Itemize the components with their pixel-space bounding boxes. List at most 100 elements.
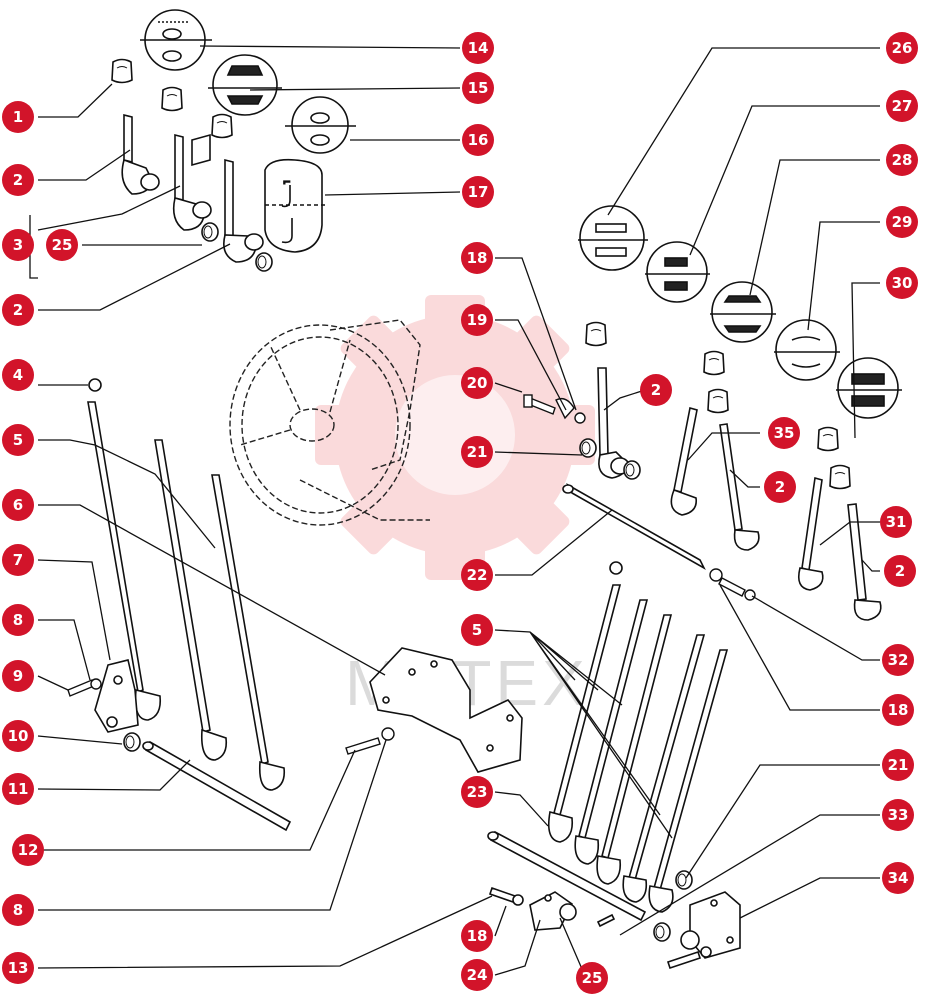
svg-text:20: 20 (467, 374, 488, 392)
bolt-12 (345, 727, 395, 755)
svg-text:29: 29 (892, 213, 913, 231)
symbol-dial-30 (836, 357, 902, 419)
callout-21: 21 (461, 436, 493, 468)
svg-text:1: 1 (13, 108, 23, 126)
svg-text:17: 17 (468, 183, 489, 201)
svg-text:19: 19 (467, 311, 488, 329)
shaft-22 (562, 483, 706, 570)
leader-lines (29, 45, 880, 979)
callout-24: 24 (461, 959, 493, 991)
callout-28: 28 (886, 144, 918, 176)
svg-text:27: 27 (892, 97, 913, 115)
callout-35: 35 (768, 417, 800, 449)
callout-22: 22 (461, 559, 493, 591)
svg-text:3: 3 (13, 236, 23, 254)
callout-30: 30 (886, 267, 918, 299)
callout-2: 2 (884, 555, 916, 587)
bracket-34 (653, 891, 741, 970)
svg-text:16: 16 (468, 131, 489, 149)
svg-text:23: 23 (467, 783, 488, 801)
shaft-33 (487, 830, 647, 928)
bush-10 (123, 732, 141, 752)
svg-text:6: 6 (13, 496, 23, 514)
bolt-32 (709, 568, 756, 601)
svg-text:2: 2 (13, 301, 23, 319)
svg-text:8: 8 (13, 901, 23, 919)
callout-12: 12 (12, 834, 44, 866)
callout-markers: 14 15 16 17 1 2 3 25 2 26 27 28 29 30 18… (2, 32, 918, 994)
svg-text:2: 2 (651, 381, 661, 399)
callout-34: 34 (882, 862, 914, 894)
svg-text:2: 2 (13, 171, 23, 189)
callout-20: 20 (461, 367, 493, 399)
svg-text:32: 32 (888, 651, 909, 669)
callout-9: 9 (2, 660, 34, 692)
svg-text:31: 31 (886, 513, 907, 531)
callout-2: 2 (2, 164, 34, 196)
callout-2: 2 (640, 374, 672, 406)
callout-25: 25 (46, 229, 78, 261)
callout-19: 19 (461, 304, 493, 336)
callout-33: 33 (882, 799, 914, 831)
svg-text:13: 13 (8, 959, 29, 977)
callout-15: 15 (462, 72, 494, 104)
bolt-9 (67, 678, 102, 697)
callout-23: 23 (461, 776, 493, 808)
symbol-dial-28 (710, 281, 776, 343)
callout-32: 32 (882, 644, 914, 676)
symbol-dial-14 (140, 9, 212, 71)
svg-text:2: 2 (775, 478, 785, 496)
callout-1: 1 (2, 101, 34, 133)
callout-10: 10 (2, 720, 34, 752)
callout-21: 21 (882, 749, 914, 781)
callout-11: 11 (2, 773, 34, 805)
callout-18: 18 (882, 694, 914, 726)
svg-text:14: 14 (468, 39, 489, 57)
svg-text:25: 25 (52, 236, 73, 254)
svg-text:25: 25 (582, 969, 603, 987)
steering-wheel (229, 319, 430, 526)
svg-text:21: 21 (467, 443, 488, 461)
callout-8: 8 (2, 894, 34, 926)
watermark-logo: МИТЕХ (315, 295, 595, 719)
callout-25: 25 (576, 962, 608, 994)
callout-2: 2 (764, 471, 796, 503)
symbol-dial-29 (774, 319, 840, 381)
callout-5: 5 (2, 424, 34, 456)
lever-group-top-left: ⌐ (111, 58, 325, 272)
svg-text:7: 7 (13, 551, 23, 569)
callout-17: 17 (462, 176, 494, 208)
lever-group-top-right (579, 321, 882, 621)
callout-13: 13 (2, 952, 34, 984)
callout-14: 14 (462, 32, 494, 64)
callout-5: 5 (461, 614, 493, 646)
callout-2: 2 (2, 294, 34, 326)
bracket-6 (369, 647, 523, 773)
callout-8: 8 (2, 604, 34, 636)
svg-text:2: 2 (895, 562, 905, 580)
svg-text:34: 34 (888, 869, 909, 887)
svg-text:12: 12 (18, 841, 39, 859)
svg-text:21: 21 (888, 756, 909, 774)
svg-text:30: 30 (892, 274, 913, 292)
callout-18: 18 (461, 920, 493, 952)
symbol-dial-15 (208, 54, 282, 116)
symbol-dial-27 (645, 241, 710, 303)
rod-group-right (547, 561, 729, 913)
svg-text:26: 26 (892, 39, 913, 57)
svg-text:5: 5 (472, 621, 482, 639)
svg-text:10: 10 (8, 727, 29, 745)
svg-text:22: 22 (467, 566, 488, 584)
callout-31: 31 (880, 506, 912, 538)
svg-text:33: 33 (888, 806, 909, 824)
svg-text:24: 24 (467, 966, 488, 984)
svg-text:18: 18 (467, 249, 488, 267)
symbol-17-top: ⌐ (283, 178, 291, 188)
callout-6: 6 (2, 489, 34, 521)
symbol-dial-26 (578, 205, 648, 271)
bracket-7 (94, 659, 139, 733)
svg-text:28: 28 (892, 151, 913, 169)
rod-group-left (87, 378, 286, 791)
callout-16: 16 (462, 124, 494, 156)
